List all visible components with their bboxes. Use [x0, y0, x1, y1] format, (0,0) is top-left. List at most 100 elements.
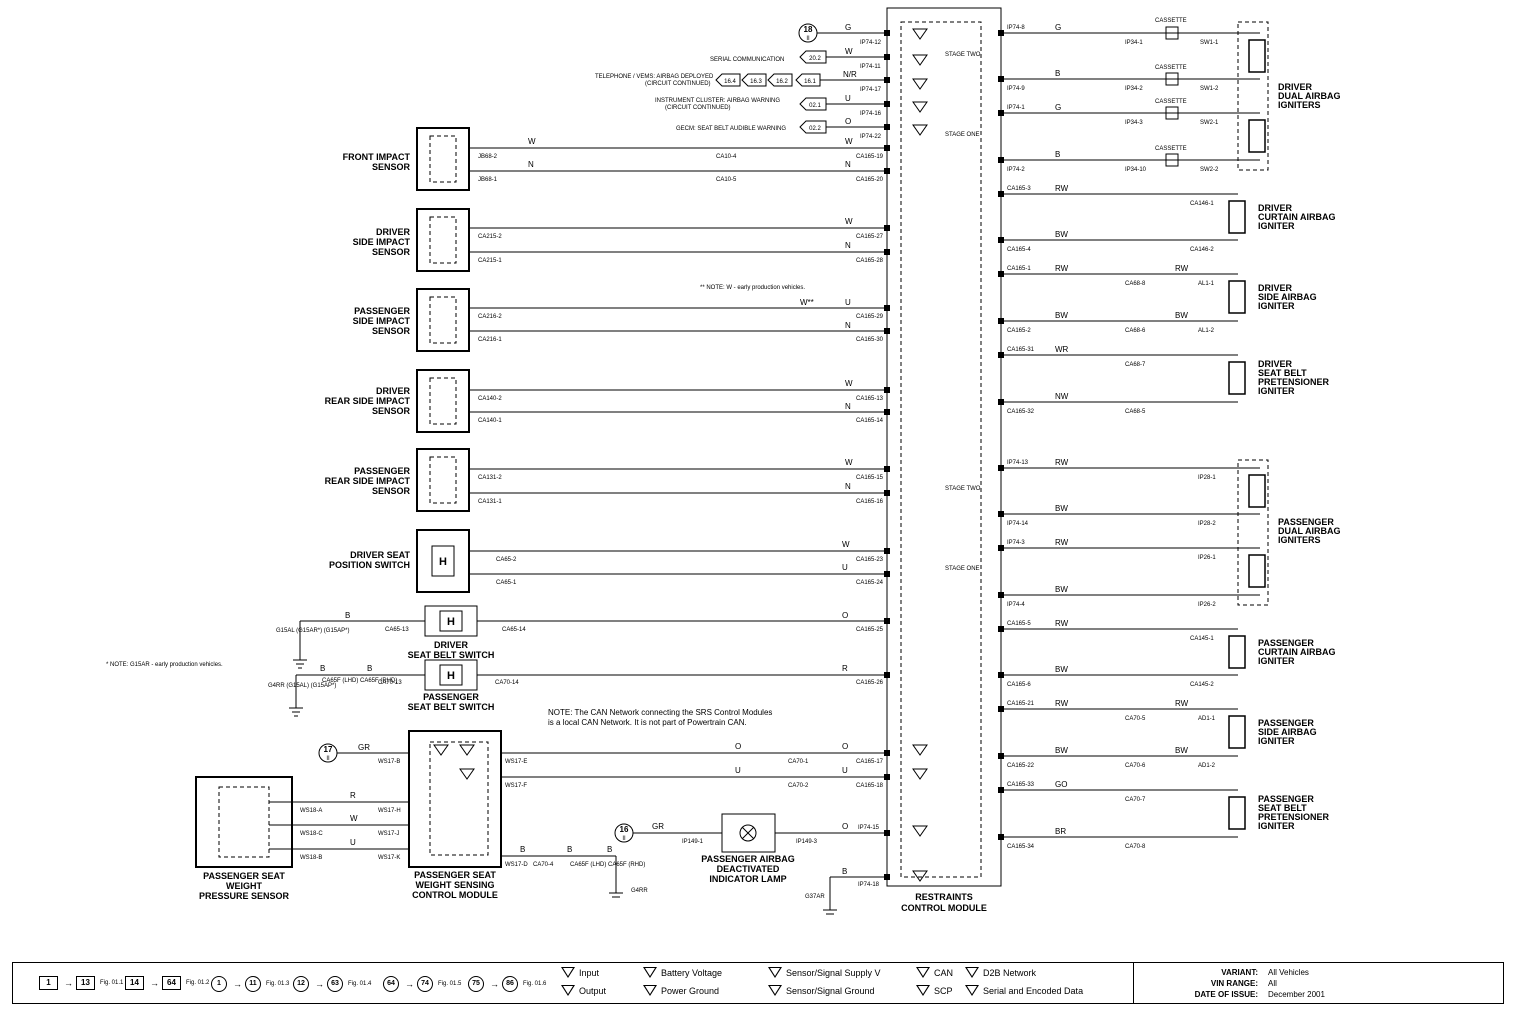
diagram-label: IGNITER — [1258, 301, 1295, 311]
telephone-label: TELEPHONE / VEMS: AIRBAG DEPLOYED — [595, 74, 714, 80]
label-wires-u: U — [842, 766, 848, 775]
label-wires-wstar: W** — [800, 298, 814, 307]
diagram-label: PASSENGER SEAT — [414, 870, 496, 880]
label-connectors-ca140-2: CA140-2 — [478, 396, 502, 402]
label-connectors-jb68-1: JB68-1 — [478, 177, 498, 183]
label-connectors-ca70-2: CA70-2 — [788, 783, 809, 789]
label-wires-bw: BW — [1055, 665, 1068, 674]
label-labels-cassette: CASSETTE — [1155, 146, 1187, 152]
label-connectors-ca165-22: CA165-22 — [1007, 763, 1035, 769]
passenger-side-impact-sensor: PASSENGER SIDE IMPACT SENSOR CA216-2 CA2… — [353, 285, 887, 352]
label-connectors-ip26-1: IP26-1 — [1198, 555, 1216, 561]
diagram-label: IGNITER — [1258, 386, 1295, 396]
label-wires-rw: RW — [1055, 699, 1069, 708]
label-wires-n: N — [845, 402, 851, 411]
diagram-label: POSITION SWITCH — [329, 560, 410, 570]
diagram-label: PRESSURE SENSOR — [199, 891, 290, 901]
circuit-continued-label-2: (CIRCUIT CONTINUED) — [665, 105, 731, 111]
label-wires-u: U — [842, 563, 848, 572]
diagram-label: PASSENGER — [1258, 718, 1314, 728]
label-wires-w: W — [845, 458, 853, 467]
label-connectors-ca165-1: CA165-1 — [1007, 266, 1031, 272]
diagram-label: DRIVER — [1258, 359, 1293, 369]
label-connectors-ca165-17: CA165-17 — [856, 759, 884, 765]
label-connectors-ca131-2: CA131-2 — [478, 475, 502, 481]
connector-terminal — [998, 753, 1004, 759]
label-connectors-ca10-5: CA10-5 — [716, 177, 737, 183]
reference-signals: 18 II G IP74-12 SERIAL COMMUNICATION 20.… — [595, 23, 887, 140]
label-wires-b: B — [567, 845, 572, 854]
diagram-label: CURTAIN AIRBAG — [1258, 212, 1336, 222]
passenger-airbag-deactivated-lamp: 16 II PASSENGER AIRBAG DEACTIVATED INDIC… — [614, 813, 887, 915]
label-connectors-ca216-1: CA216-1 — [478, 337, 502, 343]
diagram-label: IGNITERS — [1278, 100, 1321, 110]
diagram-label: PASSENGER SEAT — [203, 871, 285, 881]
igniter-labels: DRIVER DUAL AIRBAG IGNITERS DRIVER CURTA… — [1258, 82, 1341, 831]
label-connectors-al1-1: AL1-1 — [1198, 281, 1215, 287]
label-connectors-ca70-5: CA70-5 — [1125, 716, 1146, 722]
ref-circle-18: 18 — [804, 25, 813, 34]
diagram-label: PASSENGER — [354, 306, 410, 316]
label-connectors-ip74-13: IP74-13 — [1007, 460, 1029, 466]
diagram-label: SENSOR — [372, 406, 411, 416]
legend-d2b: D2B Network — [965, 967, 1036, 978]
label-connectors-ca65-1: CA65-1 — [496, 580, 517, 586]
label-connectors-ad1-1: AD1-1 — [1198, 716, 1216, 722]
legend-sensor-supply: Sensor/Signal Supply V — [768, 967, 881, 978]
connector-terminal — [998, 30, 1004, 36]
driver-side-impact-sensor: DRIVER SIDE IMPACT SENSOR CA215-2 CA215-… — [353, 208, 887, 272]
label-wires-rw: RW — [1055, 538, 1069, 547]
diagram-label: IGNITER — [1258, 656, 1295, 666]
wire-w-ip74-11: W — [845, 47, 853, 56]
connector-terminal — [884, 54, 890, 60]
ref-16-1: 16.1 — [804, 79, 816, 85]
label-connectors-sw2-2: SW2-2 — [1200, 167, 1219, 173]
power-ground-icon — [643, 985, 657, 996]
label-wires-bw: BW — [1055, 585, 1068, 594]
diagram-label: DRIVER — [376, 386, 411, 396]
label-wires-g: G — [1055, 23, 1061, 32]
label-wires-bw: BW — [1055, 311, 1068, 320]
label-connectors-ca145-2: CA145-2 — [1190, 682, 1214, 688]
label-wires-n: N — [845, 321, 851, 330]
connector-terminal — [884, 30, 890, 36]
label-connectors-ip74-1: IP74-1 — [1007, 105, 1025, 111]
legend-fig-01-2: 14→ 64 Fig. 01.2 — [125, 976, 217, 990]
label-connectors-ca165-23: CA165-23 — [856, 557, 884, 563]
diagram-label: IGNITER — [1258, 736, 1295, 746]
connector-terminal — [884, 672, 890, 678]
cluster-warning-label: INSTRUMENT CLUSTER: AIRBAG WARNING — [655, 98, 780, 104]
label-wires-wr: WR — [1055, 345, 1069, 354]
label-connectors-ad1-2: AD1-2 — [1198, 763, 1216, 769]
label-connectors-ws17-j: WS17-J — [378, 831, 399, 837]
label-refs-c16: 16 — [620, 825, 629, 834]
diagram-label: IGNITER — [1258, 221, 1295, 231]
diagram-label: SENSOR — [372, 326, 411, 336]
label-connectors-ca68-7: CA68-7 — [1125, 362, 1146, 368]
label-wires-o: O — [842, 611, 848, 620]
label-wires-b: B — [842, 867, 847, 876]
label-wires-n: N — [845, 241, 851, 250]
connector-terminal — [884, 305, 890, 311]
label-connectors-ca131-1: CA131-1 — [478, 499, 502, 505]
label-wires-u: U — [350, 838, 356, 847]
label-wires-b: B — [345, 611, 350, 620]
label-wires-br: BR — [1055, 827, 1066, 836]
wire-u-ip74-16: U — [845, 94, 851, 103]
legend-serial: Serial and Encoded Data — [965, 985, 1083, 996]
diagram-label: DRIVER — [376, 227, 411, 237]
label-connectors-ca165-5: CA165-5 — [1007, 621, 1031, 627]
label-connectors-ca165-33: CA165-33 — [1007, 782, 1035, 788]
legend-fig-01-6: 75→ 86 Fig. 01.6 — [468, 976, 554, 992]
label-wires-gr: GR — [358, 743, 370, 752]
cassettes: CASSETTE CASSETTE CASSETTE CASSETTE — [1155, 18, 1187, 167]
can-note-line2: is a local CAN Network. It is not part o… — [548, 718, 747, 727]
label-wires-w: W — [350, 814, 358, 823]
label-wires-b: B — [1055, 69, 1060, 78]
connector-terminal — [884, 124, 890, 130]
connector-terminal — [884, 750, 890, 756]
label-connectors-ip74-8: IP74-8 — [1007, 25, 1025, 31]
diagram-label: H — [439, 556, 447, 568]
diagram-label: DEACTIVATED — [717, 864, 780, 874]
